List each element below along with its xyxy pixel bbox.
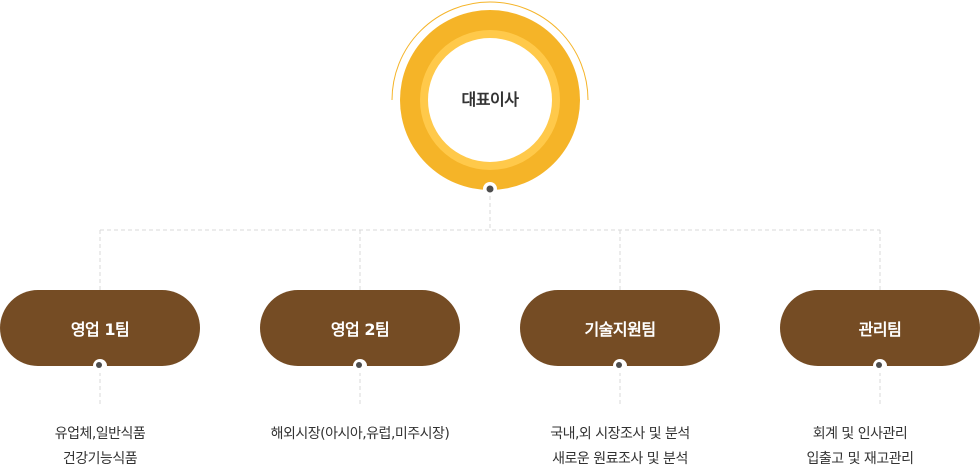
dept-sales-2: 영업 2팀: [260, 290, 460, 366]
duty-item: 회계 및 인사관리: [812, 426, 908, 442]
ceo-ring-inner: [428, 38, 552, 162]
duty-item: 유업체,일반식품: [54, 426, 146, 442]
dept-sales-1-label: 영업 1팀: [70, 320, 130, 339]
connector-lines: [99, 196, 881, 405]
duty-item: 해외시장(아시아,유럽,미주시장): [270, 426, 450, 442]
dept-sales-2-duties: 해외시장(아시아,유럽,미주시장): [240, 422, 480, 447]
dept-connector-dot-3: [613, 359, 627, 373]
dept-connector-dot-1: [93, 359, 107, 373]
dept-sales-2-label: 영업 2팀: [330, 320, 390, 339]
duty-item: 새로운 원료조사 및 분석: [552, 451, 688, 467]
dept-connector-dot-4: [873, 359, 887, 373]
dept-sales-1-duties: 유업체,일반식품 건강기능식품: [0, 422, 220, 472]
duty-item: 건강기능식품: [62, 451, 138, 467]
dept-management-label: 관리팀: [858, 320, 902, 339]
ceo-connector-dot: [486, 185, 494, 193]
dept-management: 관리팀: [780, 290, 980, 366]
ceo-label: 대표이사: [461, 90, 519, 109]
dept-tech-support-duties: 국내,외 시장조사 및 분석 새로운 원료조사 및 분석: [500, 422, 740, 472]
ceo-decorative-arc: [391, 1, 589, 101]
dept-tech-support: 기술지원팀: [520, 290, 720, 366]
dept-connector-dot-2: [353, 359, 367, 373]
duty-item: 입출고 및 재고관리: [806, 451, 914, 467]
dept-tech-support-label: 기술지원팀: [584, 320, 656, 339]
dept-sales-1: 영업 1팀: [0, 290, 200, 366]
dept-management-duties: 회계 및 인사관리 입출고 및 재고관리: [740, 422, 980, 472]
duty-item: 국내,외 시장조사 및 분석: [550, 426, 690, 442]
